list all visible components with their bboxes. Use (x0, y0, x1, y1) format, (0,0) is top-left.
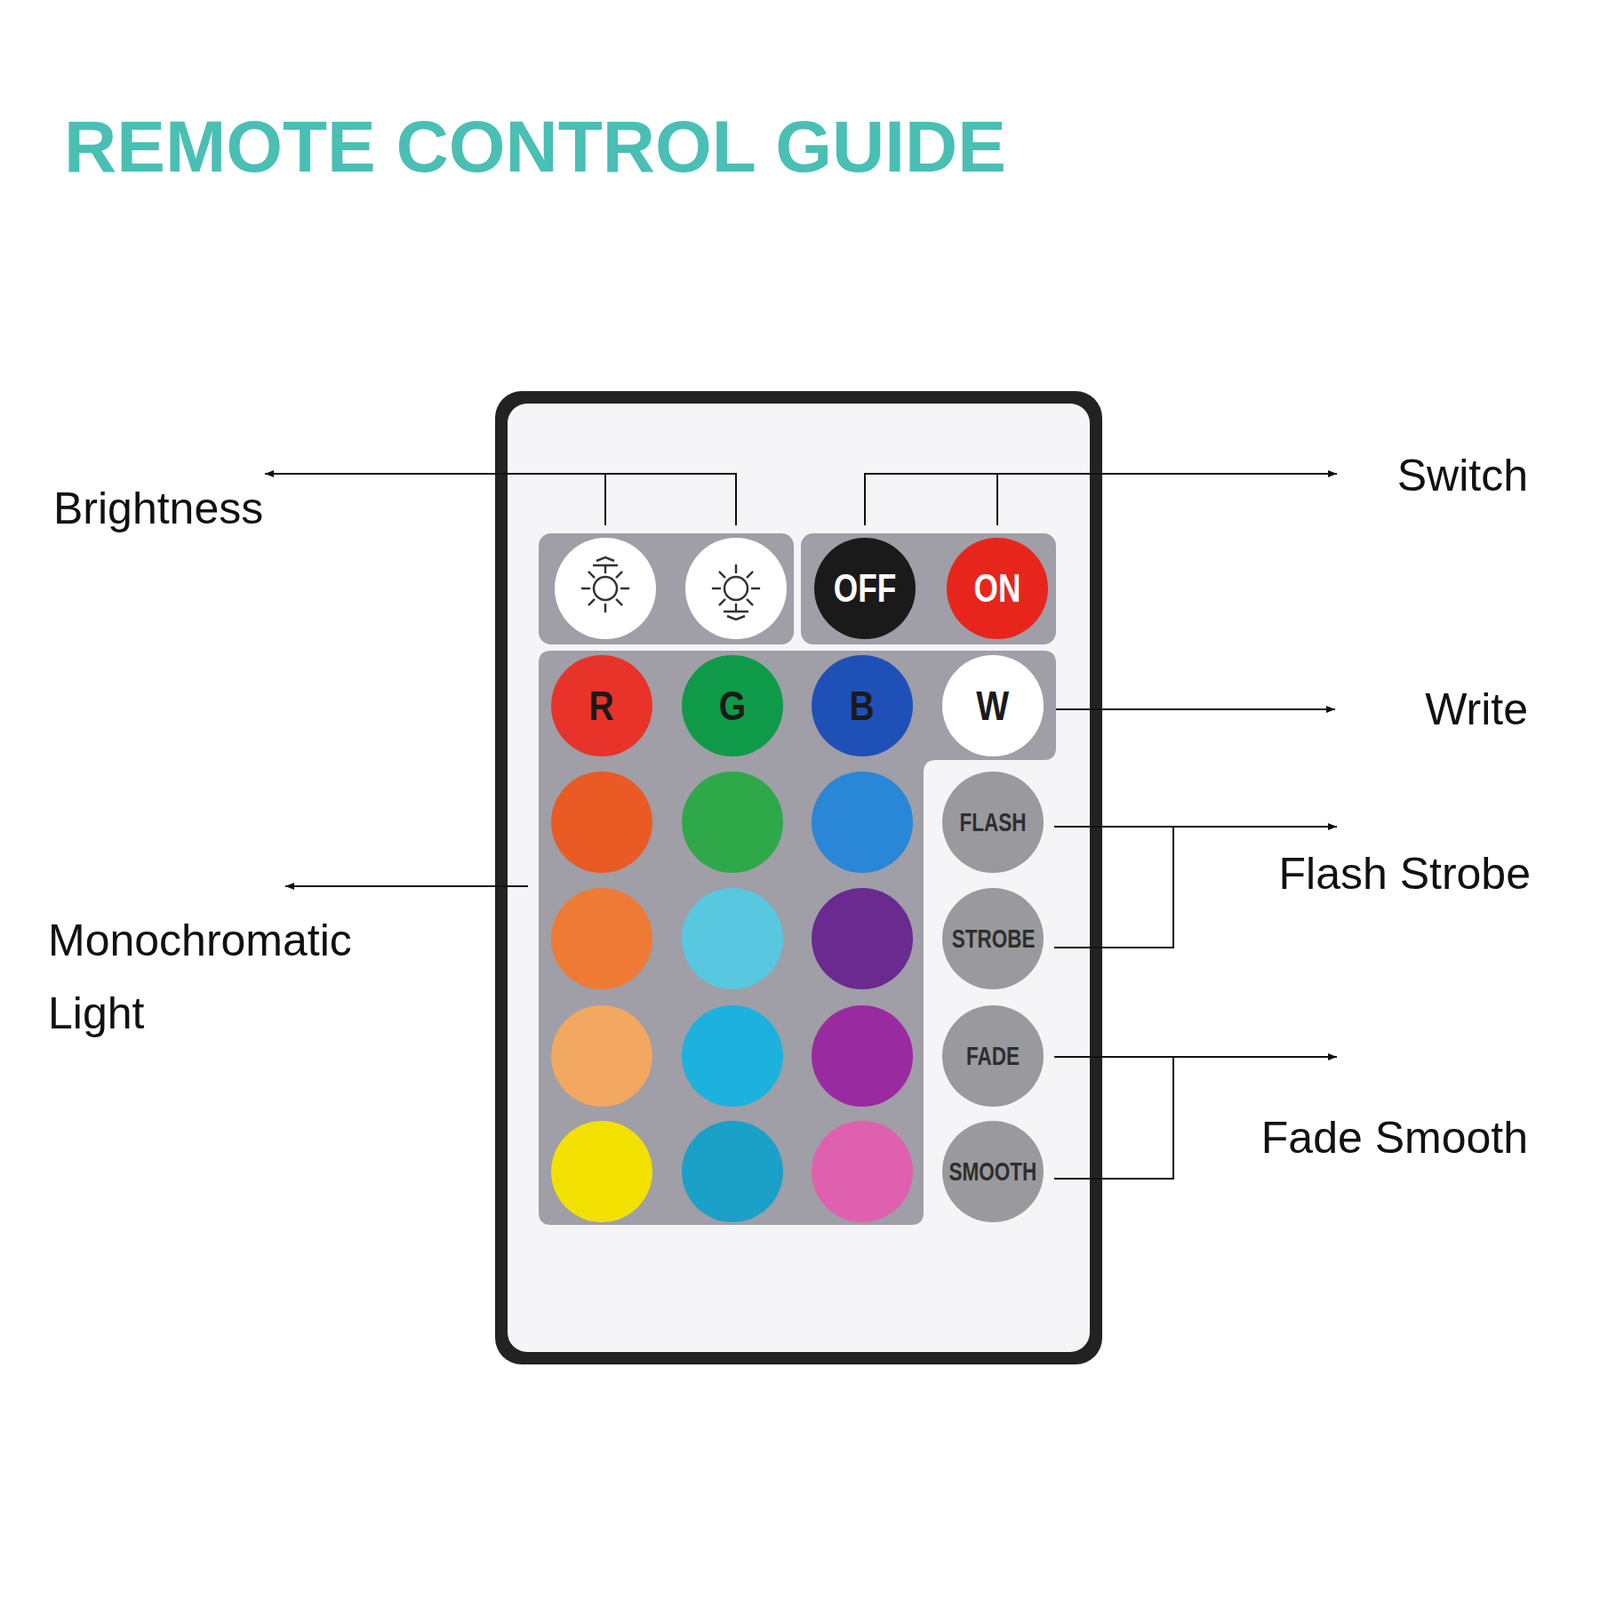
button-label: G (719, 681, 746, 730)
color-button (811, 771, 913, 873)
color-button (551, 1005, 653, 1107)
leader-line (864, 472, 1337, 475)
button-panel (800, 533, 1056, 645)
leader-line (1054, 1056, 1174, 1179)
color-button (681, 1005, 784, 1107)
color-button (551, 888, 653, 990)
button-label: R (589, 681, 615, 730)
color-button (551, 1120, 653, 1223)
remote-button: FLASH (942, 771, 1044, 873)
brightness-button (554, 537, 656, 640)
remote-button: STROBE (942, 888, 1044, 990)
leader-line (1056, 708, 1336, 711)
leader-line (264, 472, 736, 475)
callout-label: Write (1424, 682, 1528, 736)
color-button (681, 771, 784, 873)
remote-button: B (811, 655, 913, 757)
remote-button: OFF (814, 537, 916, 640)
brightness-button (685, 537, 787, 640)
remote-housing (495, 391, 1103, 1365)
color-button (551, 771, 653, 873)
callout-label: Fade Smooth (1261, 1111, 1528, 1165)
remote-button: FADE (942, 1005, 1044, 1107)
leader-line (1054, 825, 1337, 828)
leader-line (285, 885, 528, 888)
leader-line (1054, 826, 1174, 948)
button-label: FLASH (960, 807, 1027, 838)
callout-label: Monochromatic Light (48, 904, 404, 1050)
button-label: B (849, 681, 875, 730)
color-button (811, 888, 913, 990)
remote-button: R (551, 655, 653, 757)
diagram-title: REMOTE CONTROL GUIDE (64, 110, 1007, 184)
callout-label: Switch (1397, 448, 1528, 503)
button-label: STROBE (951, 923, 1035, 954)
button-label: FADE (966, 1040, 1020, 1072)
leader-line (864, 473, 998, 526)
callout-label: Flash Strobe (1279, 847, 1531, 901)
callout-label: Brightness (53, 481, 264, 536)
remote-button: G (681, 655, 784, 757)
button-panel (538, 533, 794, 645)
button-label: W (976, 681, 1010, 730)
remote-button: W (942, 655, 1044, 757)
remote-button: SMOOTH (942, 1120, 1044, 1223)
leader-line (1054, 1056, 1337, 1058)
remote-face (507, 403, 1090, 1352)
button-label: OFF (833, 566, 896, 611)
color-button (681, 888, 784, 990)
button-panel (538, 650, 1056, 1225)
button-label: SMOOTH (949, 1156, 1038, 1187)
color-button (811, 1120, 913, 1223)
button-label: ON (974, 566, 1022, 611)
remote-button: ON (946, 537, 1048, 640)
color-buttons (551, 537, 913, 1223)
color-button (681, 1120, 784, 1223)
color-button (811, 1005, 913, 1107)
leader-lines (264, 473, 1337, 1179)
leader-line (605, 473, 736, 526)
